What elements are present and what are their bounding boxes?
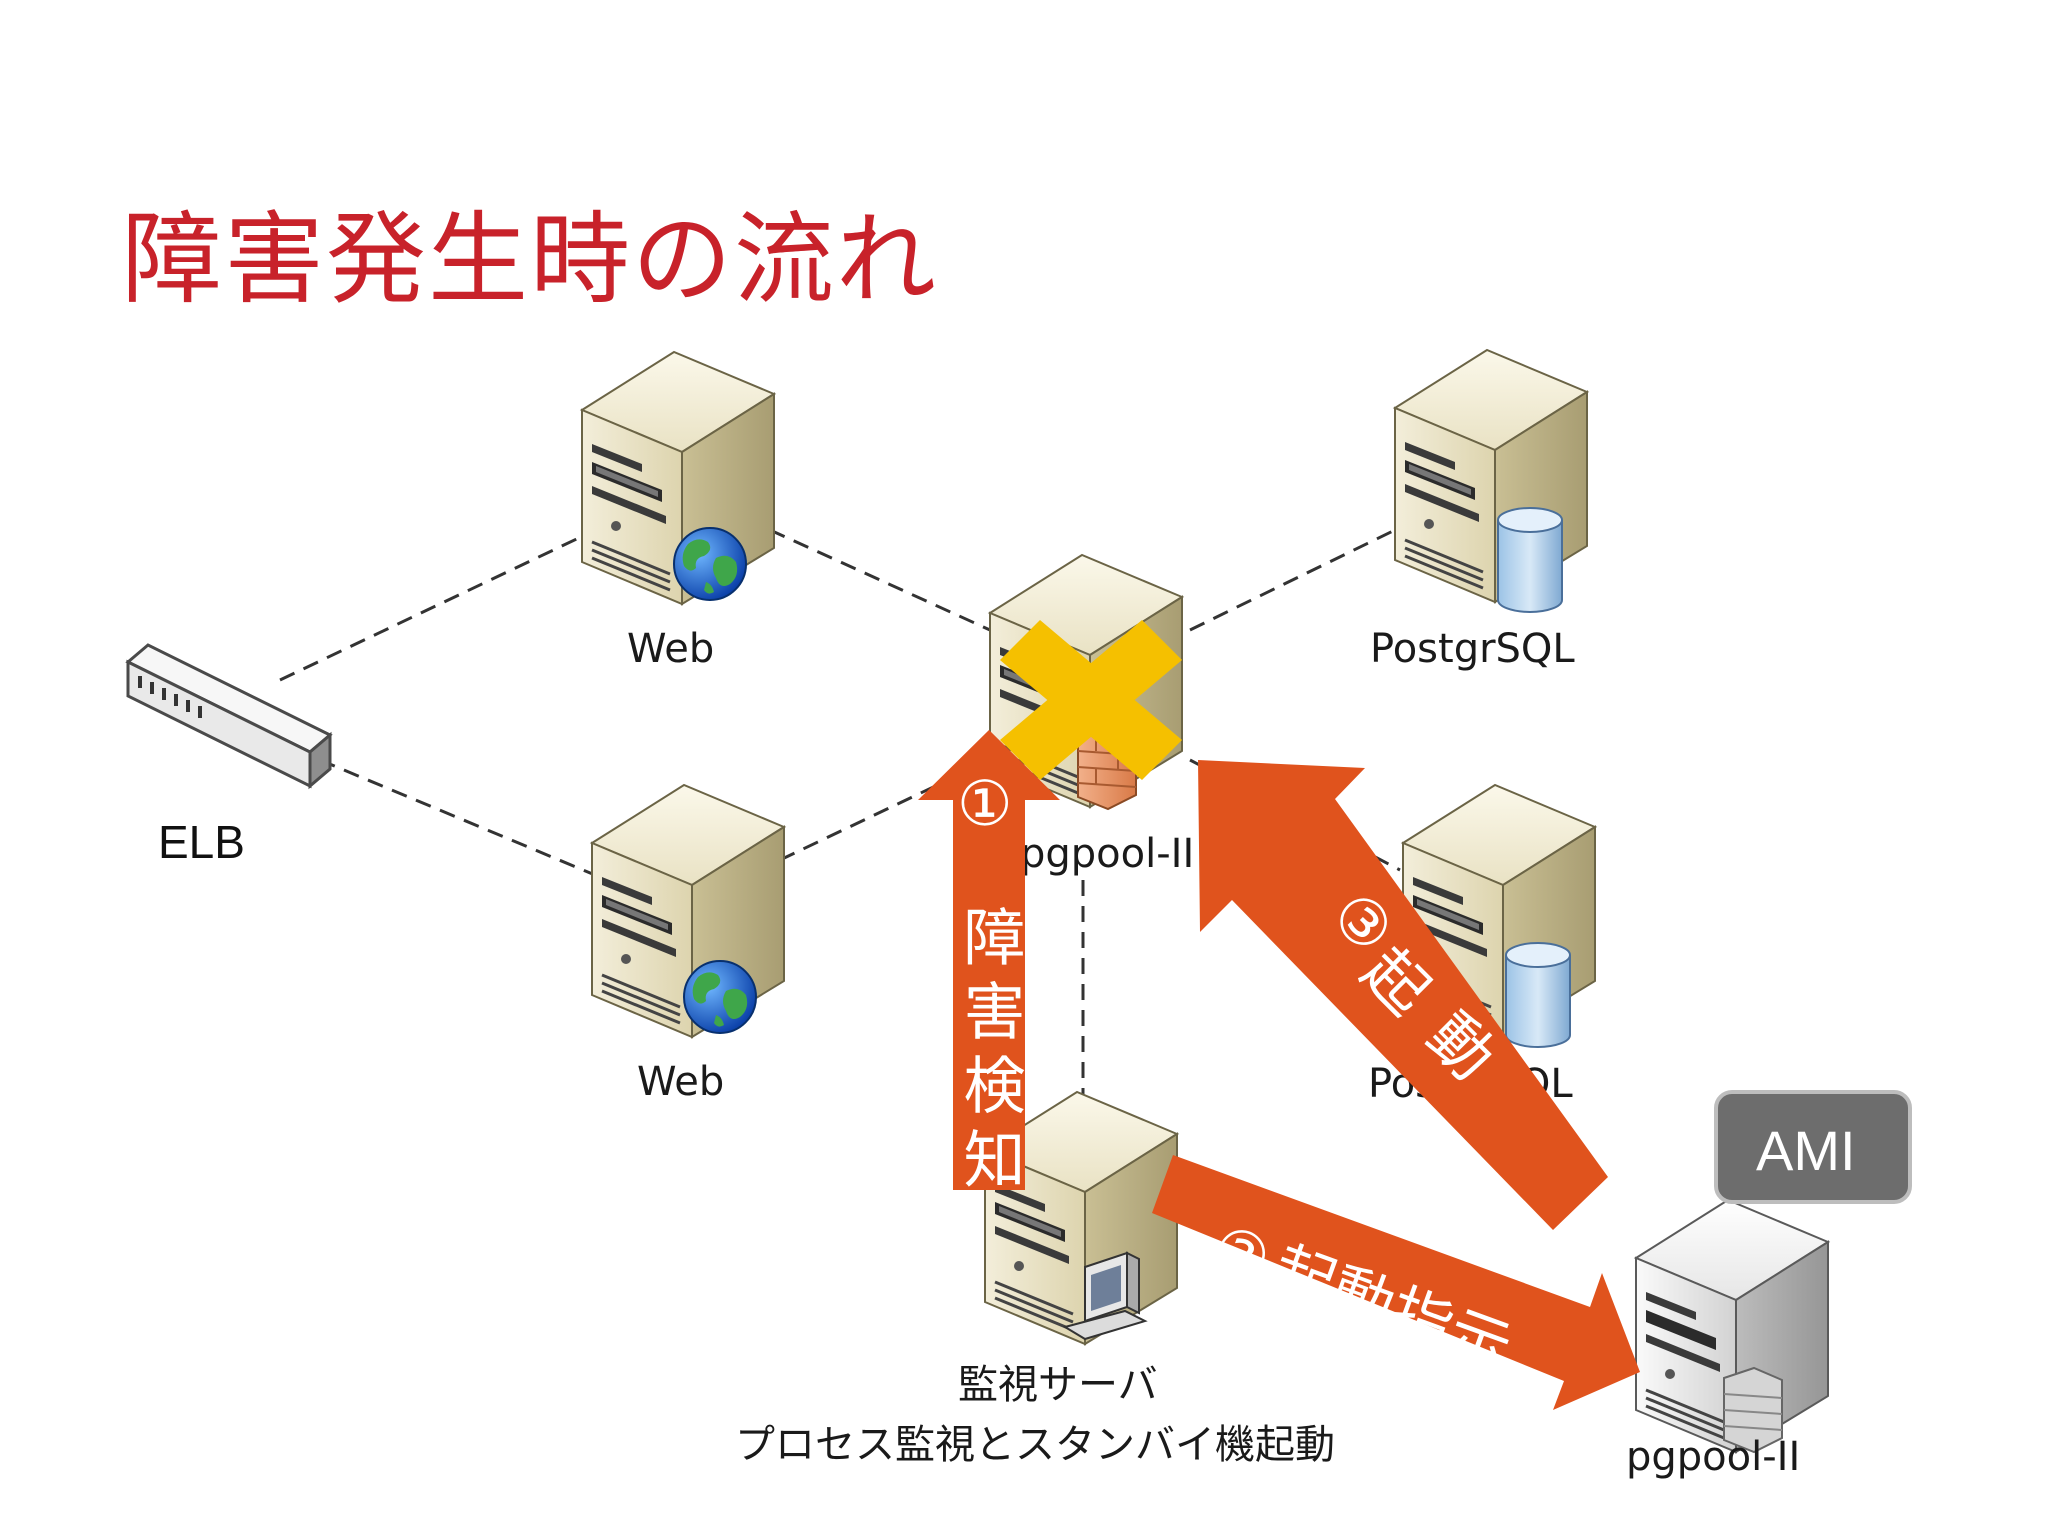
load-balancer-icon <box>125 643 333 790</box>
step-arrows <box>918 730 1640 1410</box>
globe-icon <box>683 960 757 1034</box>
monitor-server[interactable] <box>983 1090 1179 1346</box>
step-1-label: ① 障害検知 <box>953 767 1026 1201</box>
link-elb-web2 <box>319 758 596 877</box>
monitor-label-line1: 監視サーバ <box>958 1362 1158 1408</box>
link-web1-pgpool <box>769 528 991 632</box>
ami-badge-text: AMI <box>1756 1119 1856 1182</box>
globe-icon <box>673 527 747 601</box>
elb-node[interactable]: ELB <box>125 643 333 868</box>
elb-label: ELB <box>158 816 245 868</box>
pgpool-standby-label: pgpool-II <box>1626 1434 1800 1480</box>
pgpool-active-server[interactable]: pgpool-II <box>988 553 1194 877</box>
ami-badge: AMI <box>1714 1090 1912 1204</box>
web1-label: Web <box>627 626 714 672</box>
link-pgpool-postgres1 <box>1189 528 1396 632</box>
computer-icon <box>1062 1251 1148 1341</box>
postgres-server-1[interactable]: PostgrSQL <box>1370 348 1589 672</box>
step-3-arrow <box>1198 760 1608 1230</box>
firewall-brick-icon <box>1723 1366 1783 1454</box>
postgres1-label: PostgrSQL <box>1370 626 1575 672</box>
step-2-arrow <box>1152 1155 1640 1410</box>
failure-cross-icon <box>1000 620 1182 780</box>
link-elb-web1 <box>279 533 586 682</box>
web2-label: Web <box>637 1059 724 1105</box>
web-server-1[interactable]: Web <box>580 350 776 672</box>
step-1-text: 障害検知 <box>953 905 1026 1201</box>
slide-title: 障害発生時の流れ <box>122 201 938 318</box>
web-server-2[interactable]: Web <box>590 783 786 1105</box>
step-1-arrow <box>918 730 1060 1190</box>
monitor-label-line2: プロセス監視とスタンバイ機起動 <box>735 1422 1335 1468</box>
pgpool-standby-server[interactable]: pgpool-II <box>1626 1198 1830 1480</box>
pgpool-active-label: pgpool-II <box>1020 831 1194 877</box>
database-cylinder-icon <box>1497 507 1563 613</box>
step-1-number: ① <box>957 767 1013 840</box>
database-cylinder-icon <box>1505 942 1571 1048</box>
